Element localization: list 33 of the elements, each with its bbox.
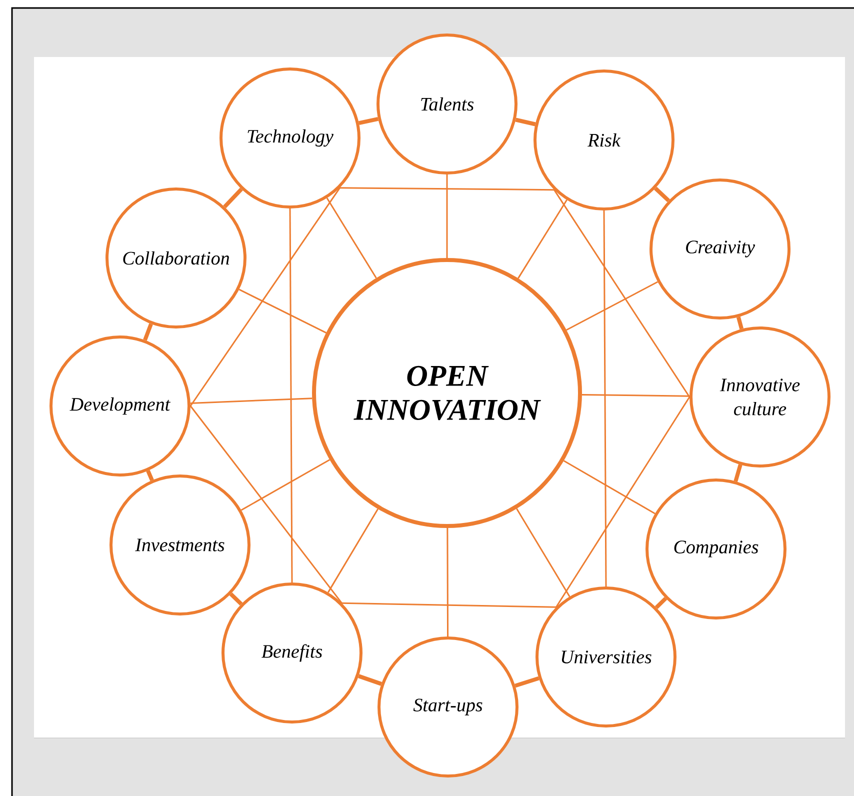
connector-line [146, 470, 154, 482]
connector-line [143, 323, 153, 341]
connector-line [327, 508, 379, 593]
connector-line [554, 189, 690, 398]
connector-line [566, 281, 658, 331]
connector-line [190, 406, 342, 604]
connector-line [582, 394, 690, 397]
connector-line [514, 676, 540, 688]
connector-line [654, 596, 668, 610]
connector-line [734, 464, 742, 482]
connector-line [563, 460, 656, 514]
connector-line [190, 187, 340, 406]
connector-line [229, 592, 243, 606]
connector-line [340, 187, 554, 191]
connector-line [446, 528, 449, 636]
connector-line [342, 602, 556, 608]
connector-line [516, 508, 570, 597]
connector-line [326, 198, 377, 278]
connector-line [223, 188, 243, 208]
connector-line [654, 186, 670, 202]
connector-line [238, 288, 326, 334]
connector-line [556, 396, 690, 608]
connector-line [515, 118, 536, 126]
connector-line [289, 208, 293, 582]
connector-line [240, 459, 330, 511]
connector-line [446, 174, 448, 258]
connector-line [603, 210, 607, 586]
connector-line [358, 116, 379, 126]
connector-line [518, 200, 568, 279]
node-label: Start-ups [413, 698, 482, 716]
connector-line [190, 398, 312, 404]
connector-line [358, 674, 382, 686]
connector-line [736, 316, 744, 330]
